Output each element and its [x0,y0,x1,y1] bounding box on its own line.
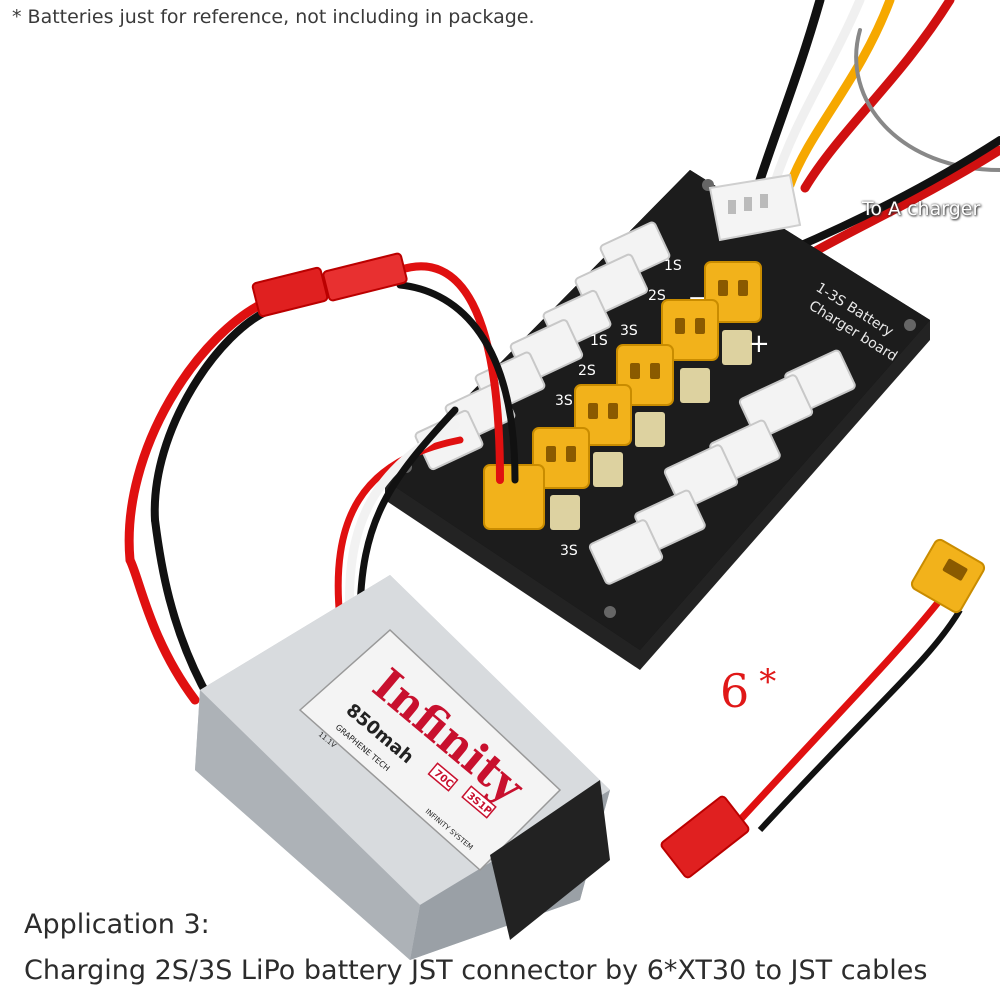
svg-text:2S: 2S [578,363,596,379]
caption-title: Application 3: [24,909,210,940]
caption-description: Charging 2S/3S LiPo battery JST connecto… [24,955,928,986]
to-charger-label: To A charger [862,198,981,220]
cable-count-star: * [759,662,777,702]
xt30-connectors [483,261,762,530]
svg-text:3S: 3S [560,543,578,559]
disclaimer-note: * Batteries just for reference, not incl… [12,6,535,28]
cable-count-number: 6 [720,664,750,718]
xt30-jst-cable [660,538,986,879]
port-labels: 1S 2S 3S 1S 2S 3S 3S [555,258,682,559]
jst-ports-right [588,349,856,585]
svg-text:1S: 1S [590,333,608,349]
cable-count-label: 6* [720,662,776,718]
svg-text:3S: 3S [620,323,638,339]
board-balance-socket [708,173,802,242]
battery-jst-plug [251,252,408,318]
svg-text:2S: 2S [648,288,666,304]
lipo-battery: Infinity 850mah GRAPHENE TECH 70C 3S1P I… [195,575,610,960]
top-wires [755,0,1000,265]
svg-text:1S: 1S [664,258,682,274]
svg-text:3S: 3S [555,393,573,409]
battery-wires [124,262,519,705]
svg-text:+: + [748,329,770,359]
